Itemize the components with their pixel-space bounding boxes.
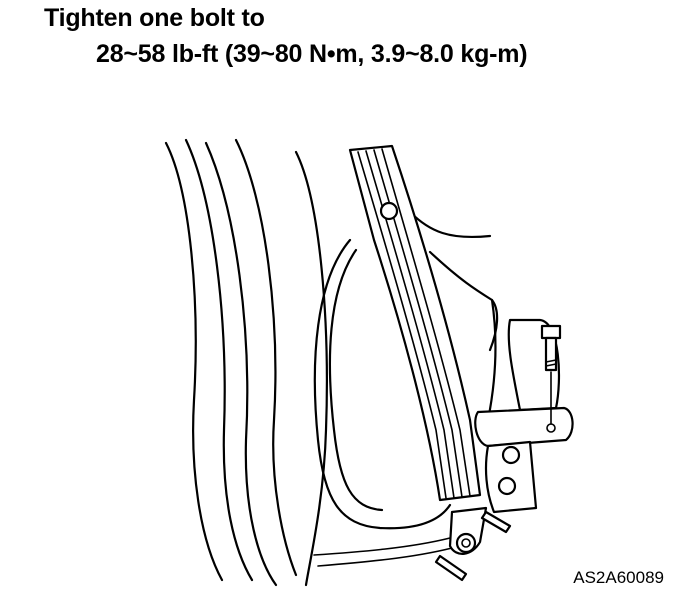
fastener-pins bbox=[434, 510, 512, 582]
figure-code: AS2A60089 bbox=[573, 568, 664, 587]
anchor-bolt bbox=[540, 324, 562, 433]
body-pillar-outline bbox=[164, 138, 328, 587]
torque-specification: 28~58 lb-ft (39~80 N•m, 3.9~8.0 kg-m) bbox=[96, 40, 528, 68]
instruction-heading: Tighten one bolt to bbox=[44, 4, 265, 32]
seat-belt-webbing bbox=[348, 144, 482, 502]
strap-rivet bbox=[379, 201, 399, 221]
